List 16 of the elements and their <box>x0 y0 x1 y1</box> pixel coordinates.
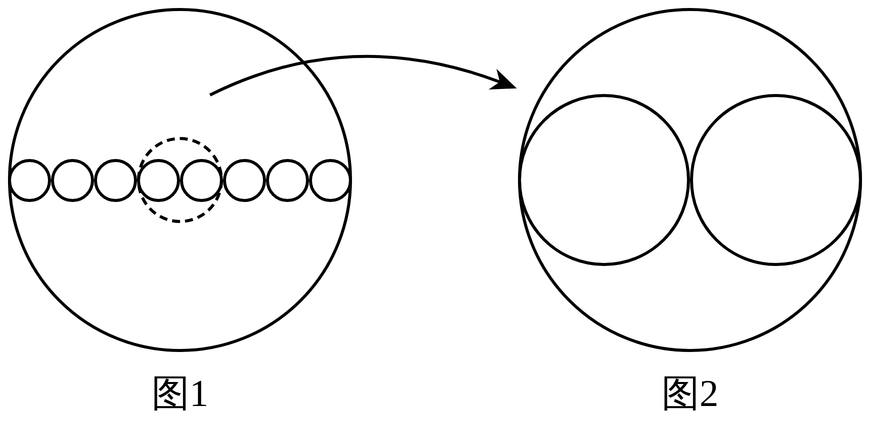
dashed-circle <box>137 137 223 223</box>
curved-arrow <box>209 55 517 96</box>
figure-caption: 图1 <box>152 372 208 416</box>
small-circle <box>266 158 309 202</box>
outer-circle <box>518 8 862 352</box>
small-circle <box>51 158 94 202</box>
inner-circle <box>518 94 690 266</box>
inner-circle <box>690 94 862 266</box>
figure-caption: 图2 <box>662 372 718 416</box>
small-circle <box>137 158 180 202</box>
small-circle <box>94 158 137 202</box>
outer-circle <box>8 8 352 352</box>
small-circle <box>8 158 51 202</box>
small-circle <box>180 158 223 202</box>
small-circle <box>309 158 352 202</box>
small-circle <box>223 158 266 202</box>
